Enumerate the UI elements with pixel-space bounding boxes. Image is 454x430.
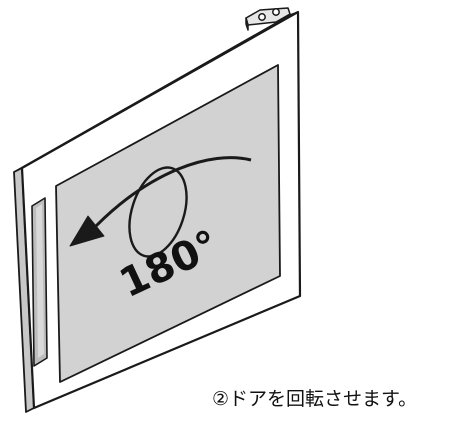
glass-panel: [55, 64, 281, 383]
rotation-ellipse: [128, 166, 188, 258]
instruction-caption: ②ドアを回転させます。: [212, 388, 418, 410]
door-handle: [31, 197, 48, 367]
rotation-arrow-arc: [94, 156, 252, 228]
rotation-arrowhead-icon: [69, 215, 105, 247]
top-hinge-icon: [245, 7, 291, 31]
